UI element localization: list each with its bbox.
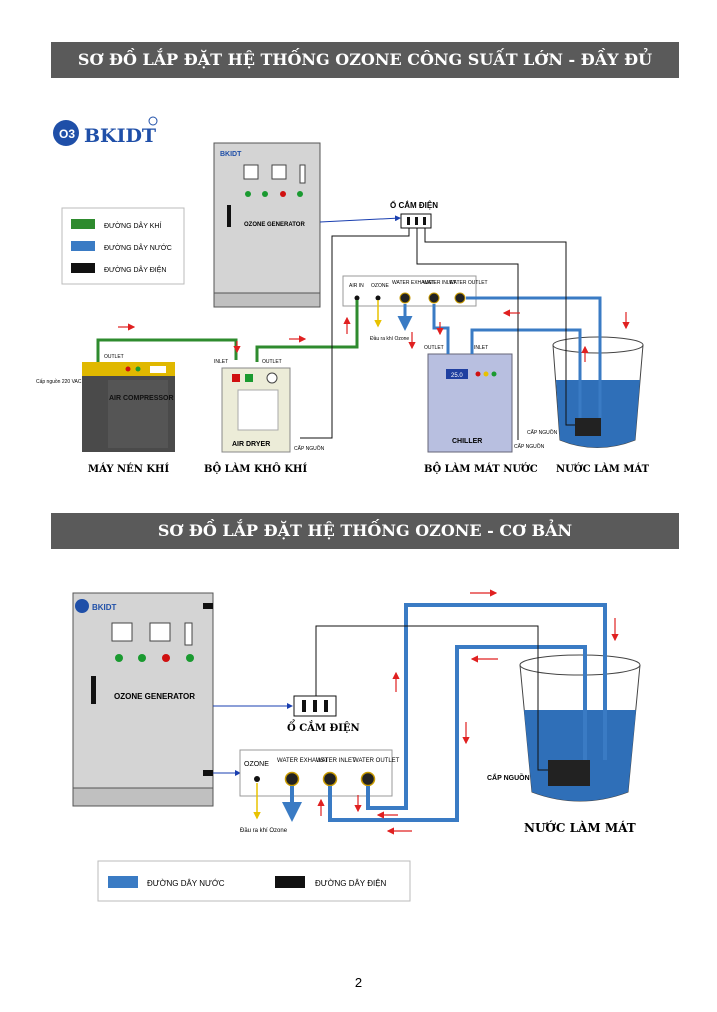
socket1-label: Ổ CẮM ĐIỆN	[390, 201, 438, 210]
water-line-outlet-tank-2	[366, 603, 607, 810]
water-line-inlet-tank-2	[328, 645, 587, 822]
flow-arrows-2	[317, 589, 619, 835]
dryer-label: AIR DRYER	[232, 441, 270, 448]
tank2-power: CẤP NGUỒN	[487, 772, 530, 782]
section2-title: SƠ ĐỒ LẮP ĐẶT HỆ THỐNG OZONE - CƠ BẢN	[51, 513, 679, 549]
flow-arrows-1	[118, 309, 630, 362]
logo-sub-text: O3	[59, 127, 75, 141]
cooling-tank-2: CẤP NGUỒN NƯỚC LÀM MÁT	[487, 654, 641, 835]
gen2-logo: BKIDT	[92, 603, 117, 612]
ozone-out-1: Đầu ra khí Ozone	[370, 336, 409, 342]
legend2-water: ĐƯỜNG DÂY NƯỚC	[147, 879, 225, 888]
chiller-inlet: INLET	[474, 345, 488, 351]
power-line-chiller	[416, 228, 519, 440]
gen2-label: OZONE GENERATOR	[114, 692, 195, 701]
port2-outlet: WATER OUTLET	[353, 758, 400, 764]
port-panel-2: OZONE WATER EXHAUST WATER INLET WATER OU…	[239, 749, 400, 797]
port1-outlet: WATER OUTLET	[449, 280, 488, 286]
legend-1: ĐƯỜNG DÂY KHÍ ĐƯỜNG DÂY NƯỚC ĐƯỜNG DÂY Đ…	[61, 207, 185, 285]
power-socket-1: Ổ CẮM ĐIỆN	[390, 201, 438, 229]
power-line-pump	[424, 228, 575, 426]
legend-2: ĐƯỜNG DÂY NƯỚC ĐƯỜNG DÂY ĐIỆN	[97, 860, 411, 902]
chiller: 25.0 CHILLER OUTLET INLET CẤP NGUỒN BỘ L…	[424, 345, 545, 475]
tank1-power: CẤP NGUỒN	[527, 429, 558, 436]
air-compressor: AIR COMPRESSOR OUTLET Cấp nguồn 220 VAC …	[36, 354, 175, 475]
chiller-display: 25.0	[451, 373, 463, 379]
port2-inlet: WATER INLET	[316, 758, 356, 764]
socket2-label: Ổ CẮM ĐIỆN	[287, 720, 360, 734]
chiller-caption: BỘ LÀM MÁT NƯỚC	[424, 463, 538, 475]
port2-ozone: OZONE	[244, 761, 269, 768]
gen1-logo: BKIDT	[220, 151, 242, 158]
gen1-power-cable	[319, 215, 401, 223]
section1-title: SƠ ĐỒ LẮP ĐẶT HỆ THỐNG OZONE CÔNG SUẤT L…	[51, 42, 679, 78]
chiller-power: CẤP NGUỒN	[514, 443, 545, 450]
compressor-caption: MÁY NÉN KHÍ	[88, 463, 169, 475]
gen1-label: OZONE GENERATOR	[244, 222, 305, 228]
air-dryer: AIR DRYER INLET OUTLET CẤP NGUỒN BỘ LÀM …	[204, 359, 325, 475]
dryer-outlet: OUTLET	[262, 359, 282, 365]
power-line-pump-2	[315, 625, 548, 771]
tank2-caption: NƯỚC LÀM MÁT	[524, 819, 636, 835]
cooling-tank-1: CẤP NGUỒN NƯỚC LÀM MÁT	[527, 336, 650, 475]
compressor-label: AIR COMPRESSOR	[109, 395, 174, 402]
port1-exhaust: WATER EXHAUST	[392, 280, 435, 286]
dryer-caption: BỘ LÀM KHÔ KHÍ	[204, 463, 307, 475]
port1-ozone: OZONE	[371, 283, 389, 289]
compressor-power: Cấp nguồn 220 VAC	[36, 379, 82, 385]
power-line-dryer	[300, 228, 410, 439]
chiller-outlet: OUTLET	[424, 345, 444, 351]
bkidt-logo: O3 BKIDT	[53, 116, 158, 147]
legend2-power: ĐƯỜNG DÂY ĐIỆN	[315, 879, 387, 888]
legend1-water: ĐƯỜNG DÂY NƯỚC	[104, 243, 172, 252]
port-panel-1: AIR IN OZONE WATER EXHAUST WATER INLET W…	[342, 275, 488, 307]
water-line-chiller-tank	[470, 328, 582, 418]
tank1-caption: NƯỚC LÀM MÁT	[556, 463, 650, 475]
legend1-air: ĐƯỜNG DÂY KHÍ	[104, 221, 161, 230]
water-line-outlet-tank	[466, 296, 602, 418]
logo-text: BKIDT	[84, 125, 156, 147]
ozone-out-2: Đầu ra khí Ozone	[240, 828, 288, 834]
compressor-outlet: OUTLET	[104, 354, 124, 360]
port1-air-in: AIR IN	[349, 283, 364, 289]
ozone-generator-2: BKIDT OZONE GENERATOR	[72, 592, 214, 807]
air-line-dryer-panel	[255, 300, 359, 362]
port1-inlet: WATER INLET	[423, 280, 456, 286]
legend1-power: ĐƯỜNG DÂY ĐIỆN	[104, 265, 166, 274]
port2-exhaust: WATER EXHAUST	[277, 758, 328, 764]
dryer-power: CẤP NGUỒN	[294, 445, 325, 452]
chiller-label: CHILLER	[452, 438, 482, 445]
page-number: 2	[354, 975, 363, 990]
power-socket-2: Ổ CẮM ĐIỆN	[287, 695, 360, 734]
dryer-inlet: INLET	[214, 359, 228, 365]
ozone-generator-1: BKIDT OZONE GENERATOR	[213, 142, 321, 308]
